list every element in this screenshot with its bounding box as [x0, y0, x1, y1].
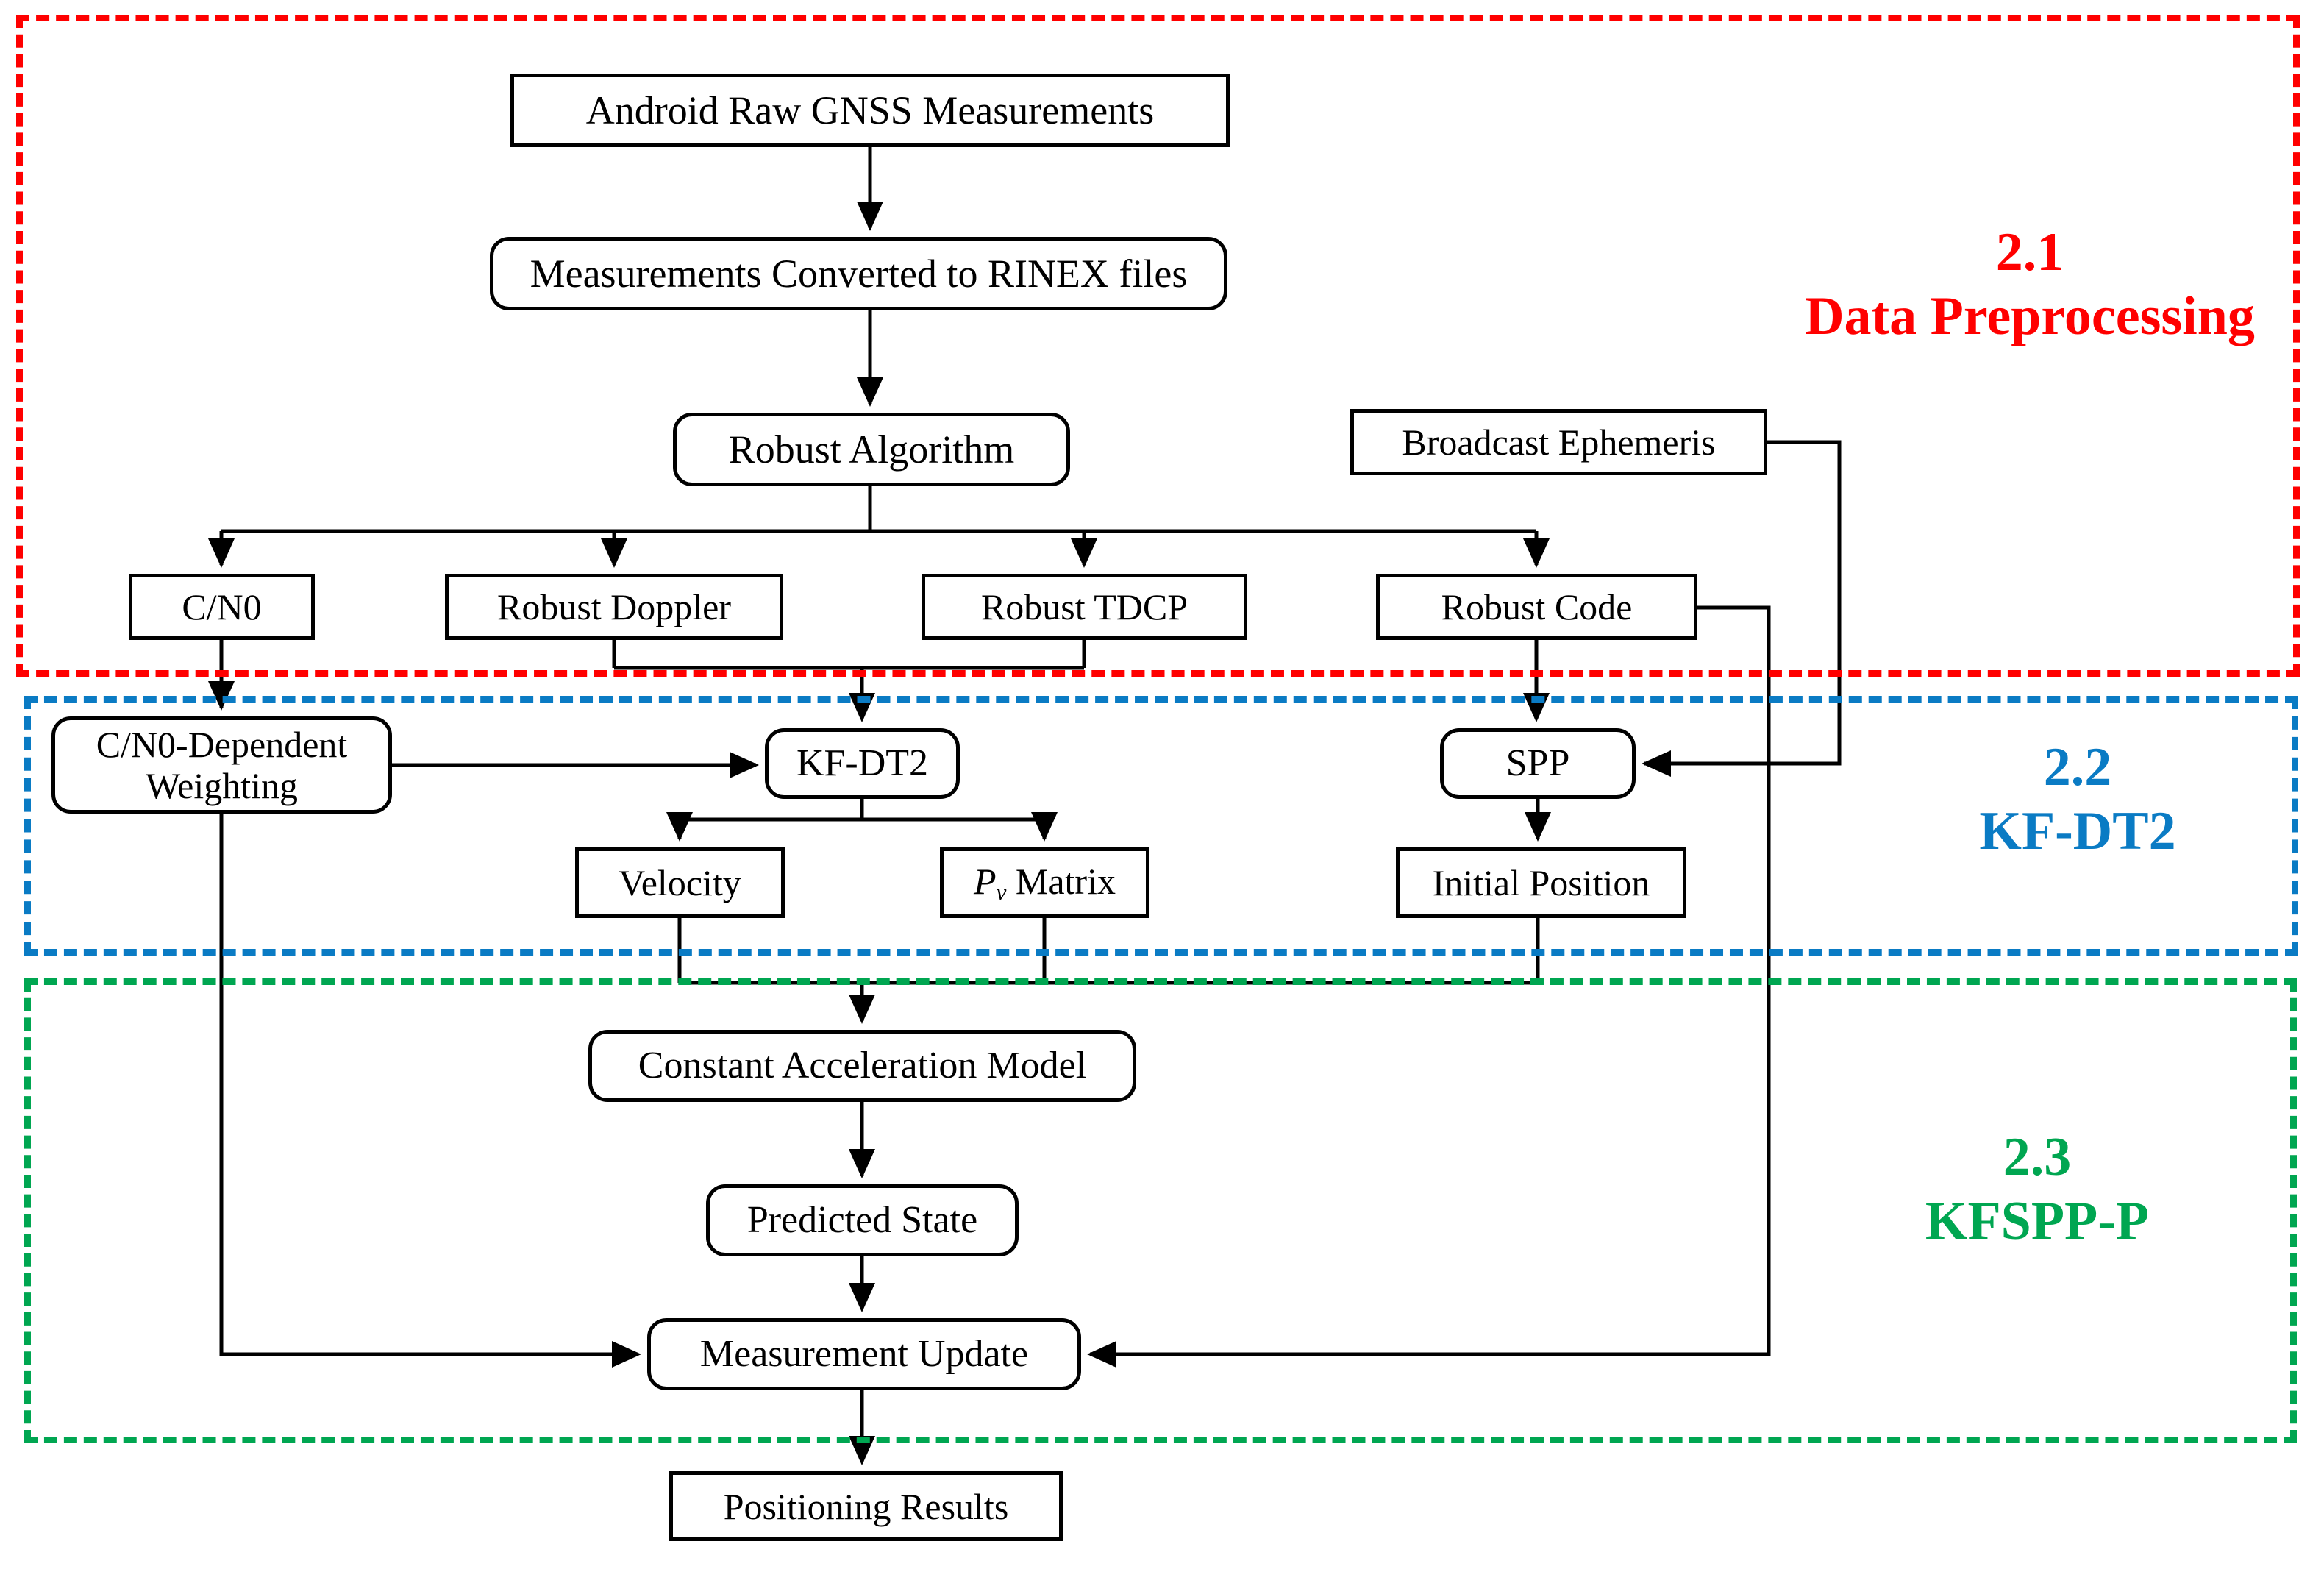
- node-label: Constant Acceleration Model: [638, 1044, 1087, 1086]
- node-label: Measurement Update: [699, 1332, 1029, 1375]
- node-broadcast-ephemeris: Broadcast Ephemeris: [1350, 409, 1767, 475]
- node-kf-dt2-node: KF-DT2: [765, 728, 960, 799]
- section-name: KF-DT2: [1979, 801, 2176, 862]
- node-label: Robust Doppler: [496, 586, 732, 627]
- node-positioning-results: Positioning Results: [669, 1471, 1063, 1541]
- section-name: KFSPP-P: [1925, 1191, 2150, 1252]
- node-label: Broadcast Ephemeris: [1402, 422, 1716, 463]
- node-robust-doppler: Robust Doppler: [445, 574, 783, 640]
- edge-weighting-to-measurement-update: [219, 814, 642, 1368]
- node-initial-position: Initial Position: [1396, 847, 1686, 918]
- node-label: C/N0: [182, 586, 262, 627]
- node-velocity: Velocity: [575, 847, 785, 918]
- node-robust-algorithm: Robust Algorithm: [673, 413, 1070, 486]
- section-number: 2.3: [2003, 1127, 2072, 1187]
- edge-ephemeris-to-spp: [1641, 440, 1842, 777]
- node-label: Positioning Results: [723, 1485, 1009, 1527]
- node-constant-acceleration-model: Constant Acceleration Model: [588, 1030, 1136, 1102]
- node-label: SPP: [1505, 741, 1570, 784]
- node-pv-matrix: Pv Matrix: [940, 847, 1149, 918]
- node-label: Measurements Converted to RINEX files: [530, 251, 1188, 296]
- node-cn0: C/N0: [129, 574, 315, 640]
- node-robust-code: Robust Code: [1376, 574, 1697, 640]
- node-android-raw-gnss-measurements: Android Raw GNSS Measurements: [510, 74, 1230, 147]
- section-number: 2.1: [1995, 222, 2064, 282]
- section-number: 2.2: [2043, 737, 2112, 797]
- node-label: Robust Algorithm: [728, 427, 1015, 472]
- node-label: Robust Code: [1441, 586, 1633, 627]
- node-label: KF-DT2: [796, 741, 929, 784]
- node-label: Velocity: [619, 862, 741, 903]
- node-label: Android Raw GNSS Measurements: [585, 88, 1155, 132]
- node-label: Robust TDCP: [980, 586, 1188, 627]
- node-measurements-converted-rinex: Measurements Converted to RINEX files: [490, 237, 1227, 310]
- node-label: Predicted State: [746, 1198, 978, 1241]
- node-label: Initial Position: [1432, 862, 1650, 903]
- node-label: Pv Matrix: [974, 860, 1116, 905]
- node-measurement-update: Measurement Update: [647, 1318, 1081, 1390]
- node-predicted-state: Predicted State: [706, 1184, 1019, 1256]
- section-name: Data Preprocessing: [1805, 286, 2255, 347]
- node-robust-tdcp: Robust TDCP: [922, 574, 1247, 640]
- node-spp: SPP: [1440, 728, 1636, 799]
